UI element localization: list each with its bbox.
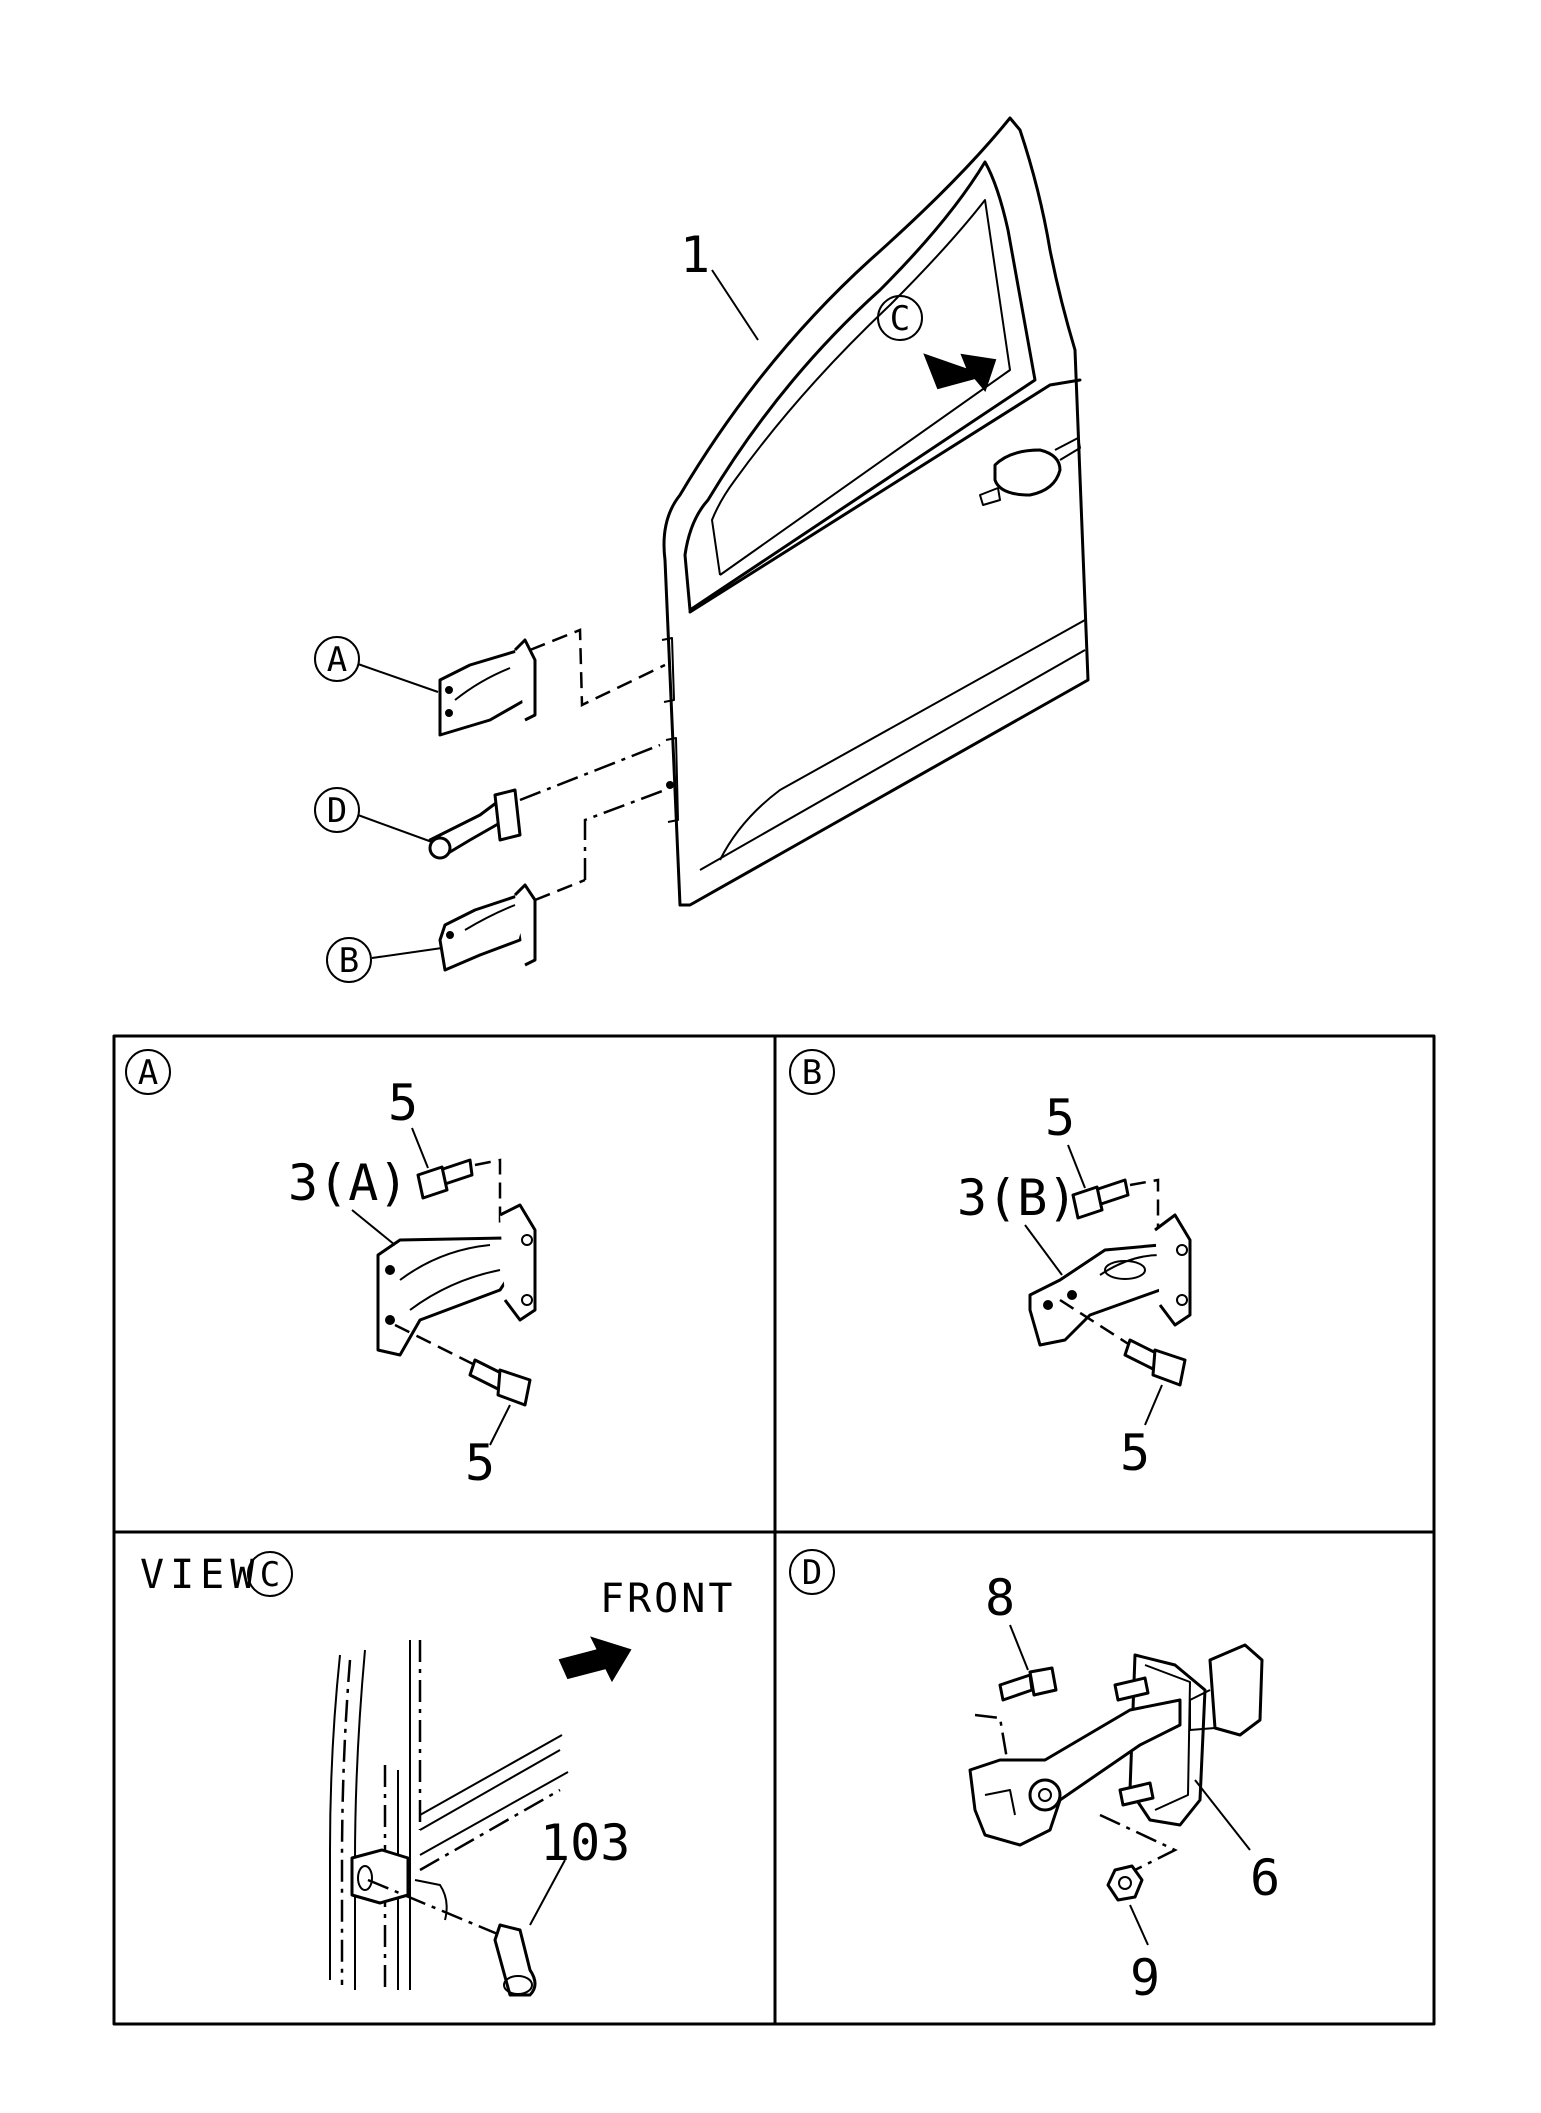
checker-bolt-label: 8 [985,1569,1015,1627]
front-arrow-icon [558,1636,632,1683]
door-callout: 1 [680,226,759,341]
front-door-assembly [661,116,1090,907]
lower-hinge-bracket [1028,1213,1192,1347]
view-c-bracket [350,1848,410,1905]
panel-d-marker: D [802,1553,822,1593]
lower-hinge-small: B [326,788,666,983]
door-checker-label: 6 [1250,1849,1280,1907]
view-c-pointer-label: C [890,299,910,339]
checker-bolt-icon [998,1666,1058,1702]
upper-hinge-part-label: 3(A) [288,1154,408,1212]
upper-hinge-marker: A [327,640,347,680]
door-checker-small: D [314,743,661,860]
front-label: FRONT [600,1576,735,1622]
panel-upper-hinge: A 5 3(A) 5 [125,1049,537,1492]
upper-hinge-small: A [314,628,666,737]
panel-view-c: VIEW C FRONT [140,1551,735,1997]
checker-nut-label: 9 [1130,1949,1160,2007]
lower-hinge-bottom-bolt-label: 5 [1120,1424,1150,1482]
lower-hinge-bottom-bolt-icon [1123,1338,1187,1387]
door-callout-label: 1 [680,226,710,284]
upper-hinge-bracket [376,1203,537,1357]
upper-hinge-top-bolt-label: 5 [388,1074,418,1132]
view-c-title: VIEW [140,1552,260,1598]
lower-hinge-top-bolt-icon [1071,1178,1130,1220]
upper-hinge-bottom-bolt-icon [468,1358,532,1407]
upper-hinge-top-bolt-icon [416,1158,474,1200]
panel-door-checker: D 8 9 [789,1549,1280,2007]
upper-hinge-bottom-bolt-label: 5 [465,1434,495,1492]
panel-lower-hinge: B 5 3(B) 5 [789,1049,1192,1482]
door-checker-body [968,1643,1264,1847]
view-direction-arrow-icon [923,353,997,393]
detail-grid [112,1034,1436,2026]
panel-b-marker: B [802,1053,822,1093]
lower-hinge-top-bolt-label: 5 [1045,1089,1075,1147]
panel-a-marker: A [138,1053,158,1093]
view-c-pointer: C [877,295,997,393]
plug-icon [493,1923,537,1997]
plug-label: 103 [540,1814,630,1872]
lower-hinge-marker: B [339,941,359,981]
lower-hinge-part-label: 3(B) [957,1169,1077,1227]
checker-mount-bolt-icon [1113,1676,1155,1807]
checker-marker: D [327,791,347,831]
a-pillar-section [329,1640,569,1990]
checker-nut-icon [1106,1864,1144,1902]
view-c-marker: C [260,1555,280,1595]
